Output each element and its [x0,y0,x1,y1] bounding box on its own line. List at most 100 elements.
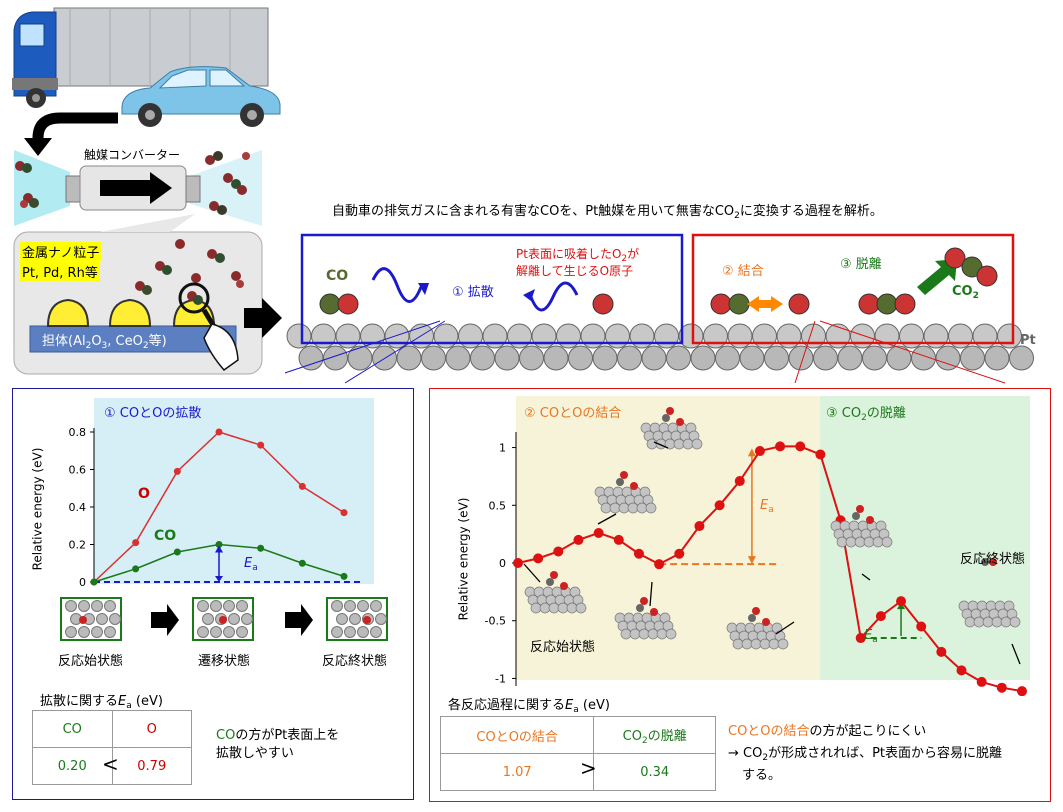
pt-atom [96,613,108,625]
pt-atom [666,345,691,371]
o-atom [666,407,674,415]
right-table-title: 各反応過程に関するEa (eV) [448,698,610,715]
pt-atom [331,600,343,612]
pt-atom [764,345,789,371]
pt-atom [375,613,387,625]
pt-atom [543,345,569,371]
series-point-co [257,544,265,552]
top-illustration [12,7,282,375]
y-tick-label: 0.2 [69,539,87,552]
pt-atom [210,600,222,612]
y-tick-label: 0.6 [69,464,87,477]
pointer-arrow [1011,643,1021,665]
table-val-co: 0.20 [32,747,113,785]
reaction-series-point [875,611,886,622]
pt-atom [665,628,677,640]
pt-atom [673,438,685,450]
pt-atom [750,638,762,650]
ea-arrow-head [747,556,756,565]
pt-atom [223,600,235,612]
pt-atom [228,613,240,625]
pt-atom [656,628,668,640]
o-atom [620,471,628,479]
pt-atom [109,613,121,625]
pt-atom [691,438,703,450]
support-label: 担体(Al2O3, CeO2等) [42,334,167,351]
pointer-arrow [649,581,653,607]
pt-atom [78,600,90,612]
pt-atom [360,323,385,349]
series-co-label: CO [154,528,177,544]
pt-atom [104,626,116,638]
pointer-arrow [597,513,617,525]
left-state-transition: 遷移状態 [198,654,251,669]
co2-label: CO2 [952,284,979,301]
pt-atom [972,323,998,349]
reaction-ea-table: COとOの結合 CO2の脱離 1.07 0.34 [439,716,716,791]
c-atom [981,558,989,566]
pt-slab-illustration [594,471,657,514]
right-note-line1: COとOの結合の方が起こりにくい [728,724,927,739]
o-note-line2: 解離して生じるO原子 [516,264,634,278]
reaction-series-point [654,559,665,570]
surface-co-label: CO [326,268,349,284]
o-atom [762,618,770,626]
pt-label: Pt [1020,333,1036,348]
left-compare: < [102,752,119,776]
pt-atom [850,323,875,349]
o-atom [219,616,227,624]
pt-atom [788,345,814,371]
pt-atom [91,600,103,612]
pt-atom [470,345,495,371]
magnifier-icon [178,282,239,372]
y-tick-label: 0 [499,557,506,570]
pt-atom [286,323,312,349]
pt-atom [727,323,753,349]
pt-atom [641,345,667,371]
pt-atom [91,626,103,638]
pt-atom [433,323,459,349]
table-head-combine: COとOの結合 [439,716,595,754]
left-panel [12,388,414,800]
pt-atom [210,626,222,638]
diffusion-energy-chart: 00.20.40.60.8 [69,426,364,589]
pt-atom [548,602,560,614]
pt-atom [629,628,641,640]
table-val-o: 0.79 [111,747,192,785]
table-head-desorb: CO2の脱離 [593,716,716,754]
pt-atom [566,602,578,614]
reaction-series-point [956,665,967,676]
pt-atom [991,616,1003,628]
o-atom [79,616,87,624]
combine-title: ② COとOの結合 [524,406,622,421]
y-tick-label: -0.5 [485,615,506,628]
pt-slab-illustration [524,571,587,614]
left-note-line2: 拡散しやすい [216,746,294,761]
pt-atom [519,345,544,371]
pointer-arrow [523,563,541,583]
pt-atom [1000,616,1012,628]
reaction-series-point [916,621,927,632]
pt-atom [837,345,863,371]
right-panel [429,388,1051,802]
pt-atom [344,600,356,612]
pt-atom [948,323,973,349]
o-atom [640,597,648,605]
reaction-series-point [533,553,544,564]
c-atom [852,512,860,520]
pt-atom [899,323,924,349]
pt-atom [618,502,630,514]
pt-atom [357,600,369,612]
right-note-line3: する。 [742,768,782,783]
pt-atom [862,345,887,371]
converter-label: 触媒コンバーター [84,148,181,162]
pt-atom [357,626,369,638]
right-ea-combine: Ea [760,498,774,515]
pt-atom [396,345,422,371]
pt-atom [556,323,581,349]
summary-text: 自動車の排気ガスに含まれる有害なCOを、Pt触媒を用いて無害なCO2に変換する過… [332,204,883,221]
step1-label: ① 拡散 [452,285,494,300]
right-note-line2: → CO2が形成されれば、Pt表面から容易に脱離 [728,746,1003,763]
o-atom [650,608,658,616]
pt-atom [507,323,532,349]
